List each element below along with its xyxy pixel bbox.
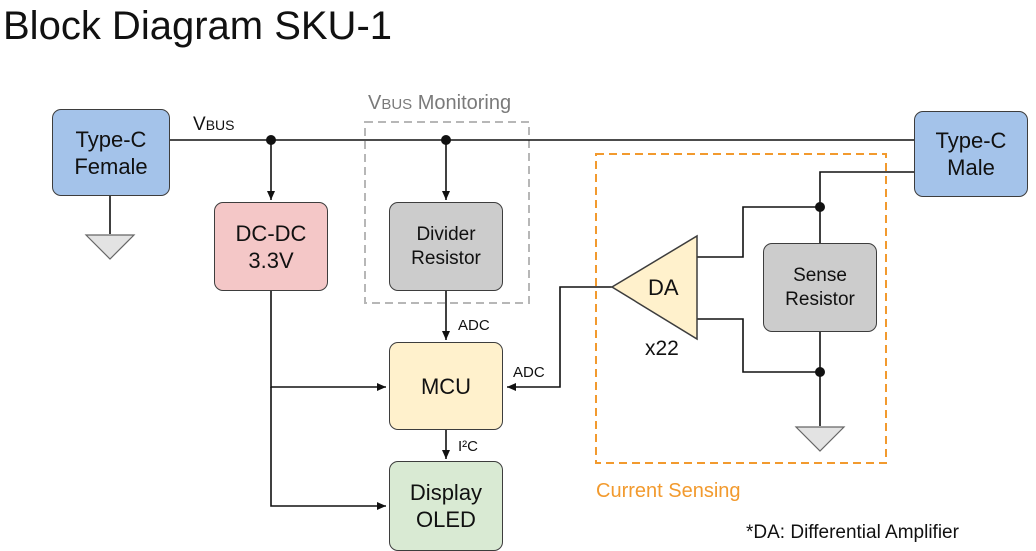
monitoring-label-v: V: [368, 92, 382, 114]
da-to-mcu-wire: [507, 286, 612, 391]
ground-symbol-sense: [794, 426, 846, 452]
mcu-block: MCU: [389, 342, 503, 430]
footnote-label: *DA: Differential Amplifier: [746, 522, 959, 543]
vbus-label-v: V: [193, 114, 206, 135]
adc-divider-label: ADC: [458, 317, 490, 334]
amplifier-gain-label: x22: [645, 337, 679, 360]
dcdc-to-mcu-wire: [270, 291, 386, 391]
vbus-monitoring-group: [364, 121, 530, 304]
typec-male-connector: Type-C Male: [914, 111, 1028, 197]
vbus-label: VBUS: [193, 114, 234, 136]
vbus-monitoring-label: VBUS Monitoring: [368, 92, 511, 115]
i2c-label: I²C: [458, 438, 478, 455]
junction-sense-top: [815, 202, 825, 212]
dcdc-to-display-wire: [270, 387, 386, 510]
junction-sense-bottom: [815, 367, 825, 377]
divider-resistor-block: Divider Resistor: [389, 202, 503, 291]
male-to-sense-wire: [819, 171, 914, 243]
junction-divider: [441, 135, 451, 145]
vbus-label-subscript: BUS: [205, 117, 235, 133]
current-sensing-label: Current Sensing: [596, 480, 741, 502]
monitoring-label-subscript: BUS: [381, 96, 413, 113]
sense-resistor-block: Sense Resistor: [763, 243, 877, 332]
display-oled-block: Display OLED: [389, 461, 503, 551]
diagram-title: Block Diagram SKU-1: [3, 4, 393, 48]
monitoring-label-text: Monitoring: [412, 92, 512, 114]
sense-top-to-da-wire: [697, 206, 820, 258]
adc-amplifier-label: ADC: [513, 364, 545, 381]
amplifier-label: DA: [648, 275, 679, 300]
ground-symbol-female: [84, 234, 136, 260]
dcdc-converter-block: DC-DC 3.3V: [214, 202, 328, 291]
sense-bottom-to-da-wire: [697, 318, 820, 373]
typec-female-connector: Type-C Female: [52, 109, 170, 196]
junction-dcdc: [266, 135, 276, 145]
differential-amplifier-shape: [610, 234, 698, 341]
current-sensing-group: [595, 153, 887, 464]
